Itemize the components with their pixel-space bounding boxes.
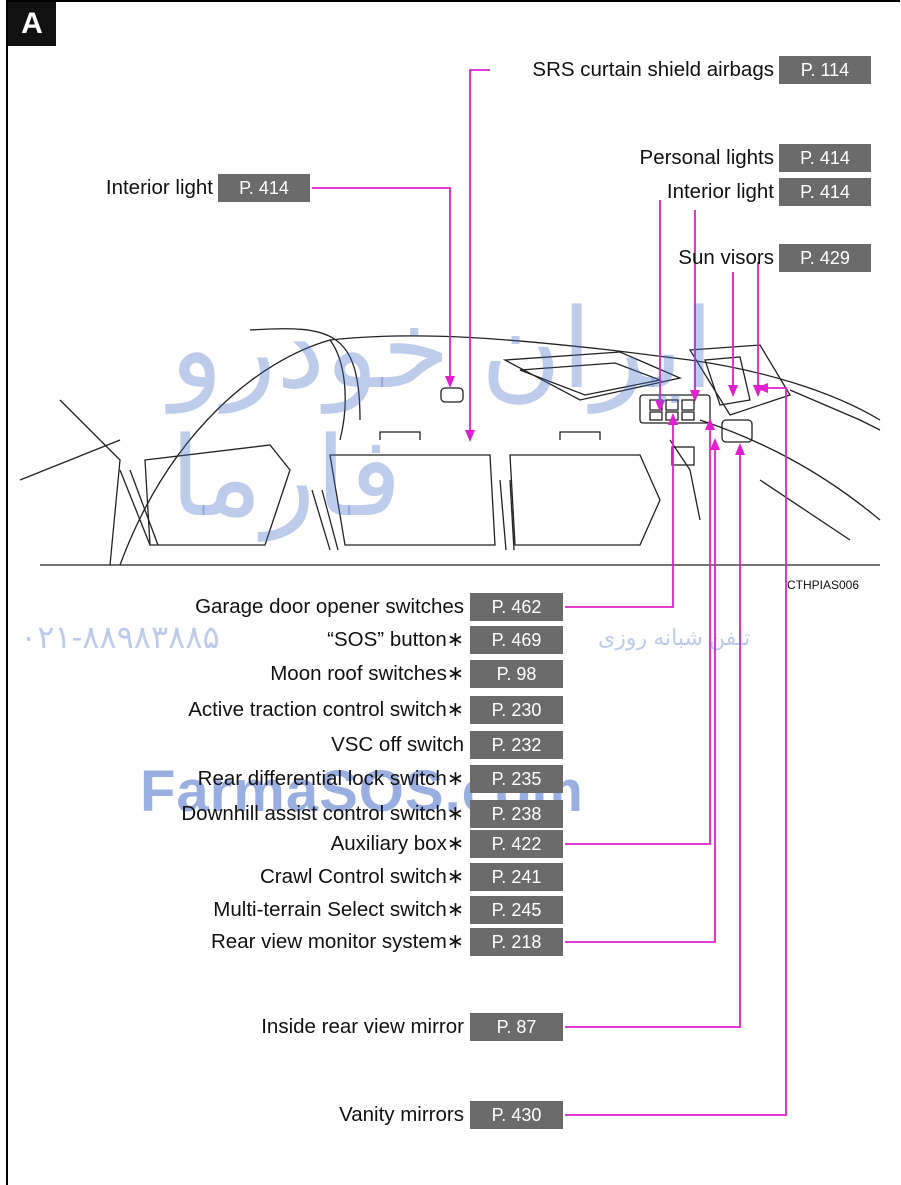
leader-aux	[565, 420, 711, 845]
page-ref-active-traction: P. 230	[470, 696, 563, 724]
leader-lines	[312, 69, 787, 1116]
page-ref-interior-light-right: P. 414	[779, 178, 871, 206]
page-ref-moon-roof: P. 98	[470, 660, 563, 688]
watermark-arabic-small: تلفن شبانه روزی	[598, 625, 751, 650]
page-ref-downhill-assist: P. 238	[470, 800, 563, 828]
label-crawl-control: Crawl Control switch∗	[260, 865, 464, 888]
page-ref-vanity-mirrors: P. 430	[470, 1101, 563, 1129]
leader-srs	[469, 69, 490, 440]
figure-badge: A	[8, 2, 56, 46]
page-ref-rear-diff-lock: P. 235	[470, 765, 563, 793]
label-active-traction: Active traction control switch∗	[188, 698, 464, 721]
page-ref-inside-mirror: P. 87	[470, 1013, 563, 1041]
label-sun-visors: Sun visors	[678, 246, 774, 269]
watermark-phone: ۰۲۱-۸۸۹۸۳۸۸۵	[20, 619, 220, 655]
leader-garage	[565, 415, 674, 608]
label-sos-button: “SOS” button∗	[327, 628, 464, 651]
page-ref-sos-button: P. 469	[470, 626, 563, 654]
page-ref-srs-airbags: P. 114	[779, 56, 871, 84]
label-interior-light-right: Interior light	[666, 180, 774, 203]
label-vanity-mirrors: Vanity mirrors	[339, 1103, 464, 1126]
label-interior-light-left: Interior light	[105, 176, 213, 199]
page-ref-crawl-control: P. 241	[470, 863, 563, 891]
label-rear-diff-lock: Rear differential lock switch∗	[197, 767, 464, 790]
label-inside-mirror: Inside rear view mirror	[261, 1015, 464, 1038]
label-multi-terrain: Multi-terrain Select switch∗	[213, 898, 464, 921]
leader-mirror	[565, 445, 741, 1028]
page-ref-personal-lights: P. 414	[779, 144, 871, 172]
label-vsc-off: VSC off switch	[331, 733, 464, 756]
leader-vanity	[565, 387, 787, 1116]
label-personal-lights: Personal lights	[639, 146, 774, 169]
page-ref-rear-view-monitor: P. 218	[470, 928, 563, 956]
leader-interior-light-left	[312, 187, 451, 385]
page-ref-garage-door: P. 462	[470, 593, 563, 621]
label-garage-door: Garage door opener switches	[195, 595, 464, 618]
leader-rvm	[565, 440, 716, 943]
label-downhill-assist: Downhill assist control switch∗	[181, 802, 464, 825]
label-moon-roof: Moon roof switches∗	[270, 662, 464, 685]
watermark-arabic-large: ایران خودرو فارما	[170, 288, 714, 539]
page-ref-vsc-off: P. 232	[470, 731, 563, 759]
page-ref-sun-visors: P. 429	[779, 244, 871, 272]
label-rear-view-monitor: Rear view monitor system∗	[211, 930, 464, 953]
figure-frame: A	[6, 0, 900, 1185]
page-ref-auxiliary-box: P. 422	[470, 830, 563, 858]
page-ref-multi-terrain: P. 245	[470, 896, 563, 924]
label-srs-airbags: SRS curtain shield airbags	[532, 58, 774, 81]
image-code: CTHPIAS006	[787, 578, 860, 592]
page-ref-interior-light-left: P. 414	[218, 174, 310, 202]
label-auxiliary-box: Auxiliary box∗	[330, 832, 464, 855]
